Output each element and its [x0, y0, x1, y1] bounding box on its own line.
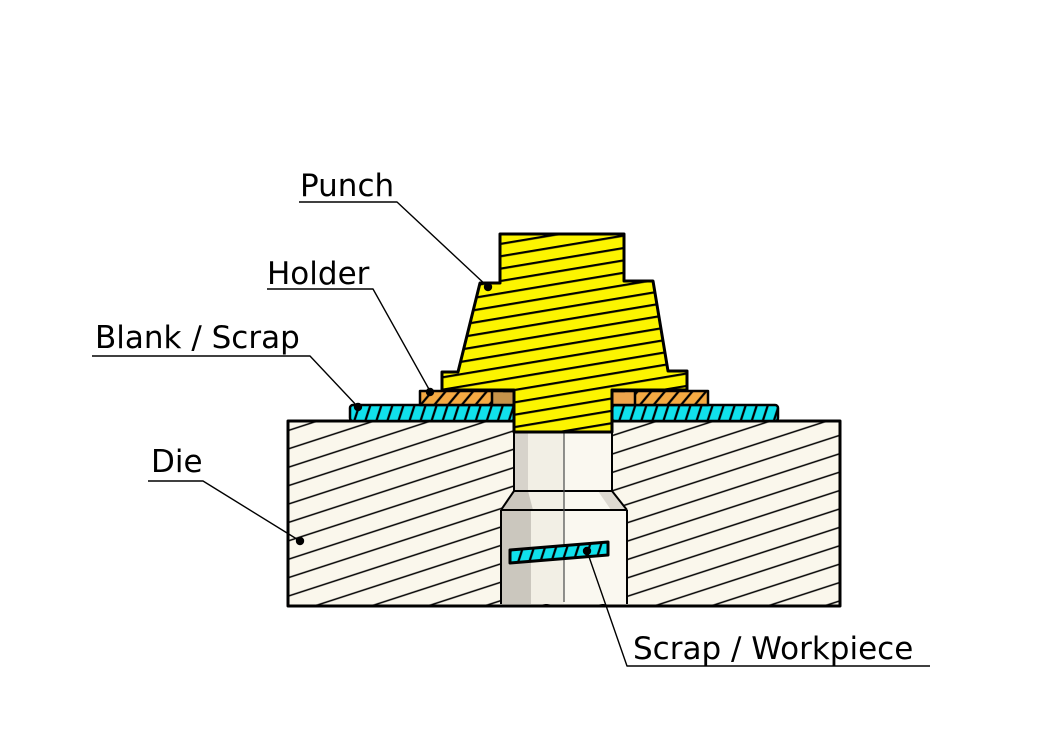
- label-die: Die: [148, 444, 305, 546]
- scrap-workpiece-part: [508, 540, 610, 565]
- holder-label: Holder: [267, 256, 370, 292]
- scrap-workpiece-leader-dot: [582, 546, 592, 556]
- punch-part: [440, 232, 689, 434]
- punch-leader-dot: [483, 282, 493, 292]
- blank-strip-left: [348, 403, 516, 423]
- die-cavity: [500, 419, 628, 604]
- holder-right-block: [610, 389, 637, 407]
- die-leader-line: [148, 480, 301, 542]
- punch-label: Punch: [300, 168, 394, 204]
- blank-scrap-label: Blank / Scrap: [95, 320, 300, 356]
- die-leader-dot: [295, 536, 305, 546]
- holder-left-block: [490, 389, 516, 407]
- scrap-workpiece-leader-line: [586, 550, 930, 667]
- label-punch: Punch: [299, 168, 493, 292]
- scrap-workpiece-label: Scrap / Workpiece: [633, 631, 913, 667]
- holder-leader-line: [267, 288, 431, 392]
- die-label: Die: [151, 444, 203, 480]
- label-scrap-workpiece: Scrap / Workpiece: [582, 546, 930, 667]
- label-blank-scrap: Blank / Scrap: [92, 320, 363, 412]
- punch-leader-line: [299, 201, 489, 288]
- label-holder: Holder: [267, 256, 435, 397]
- blank-scrap-leader-line: [92, 355, 359, 408]
- holder-leader-dot: [425, 387, 435, 397]
- blank-scrap-leader-dot: [353, 402, 363, 412]
- blank-strip-right: [610, 403, 780, 423]
